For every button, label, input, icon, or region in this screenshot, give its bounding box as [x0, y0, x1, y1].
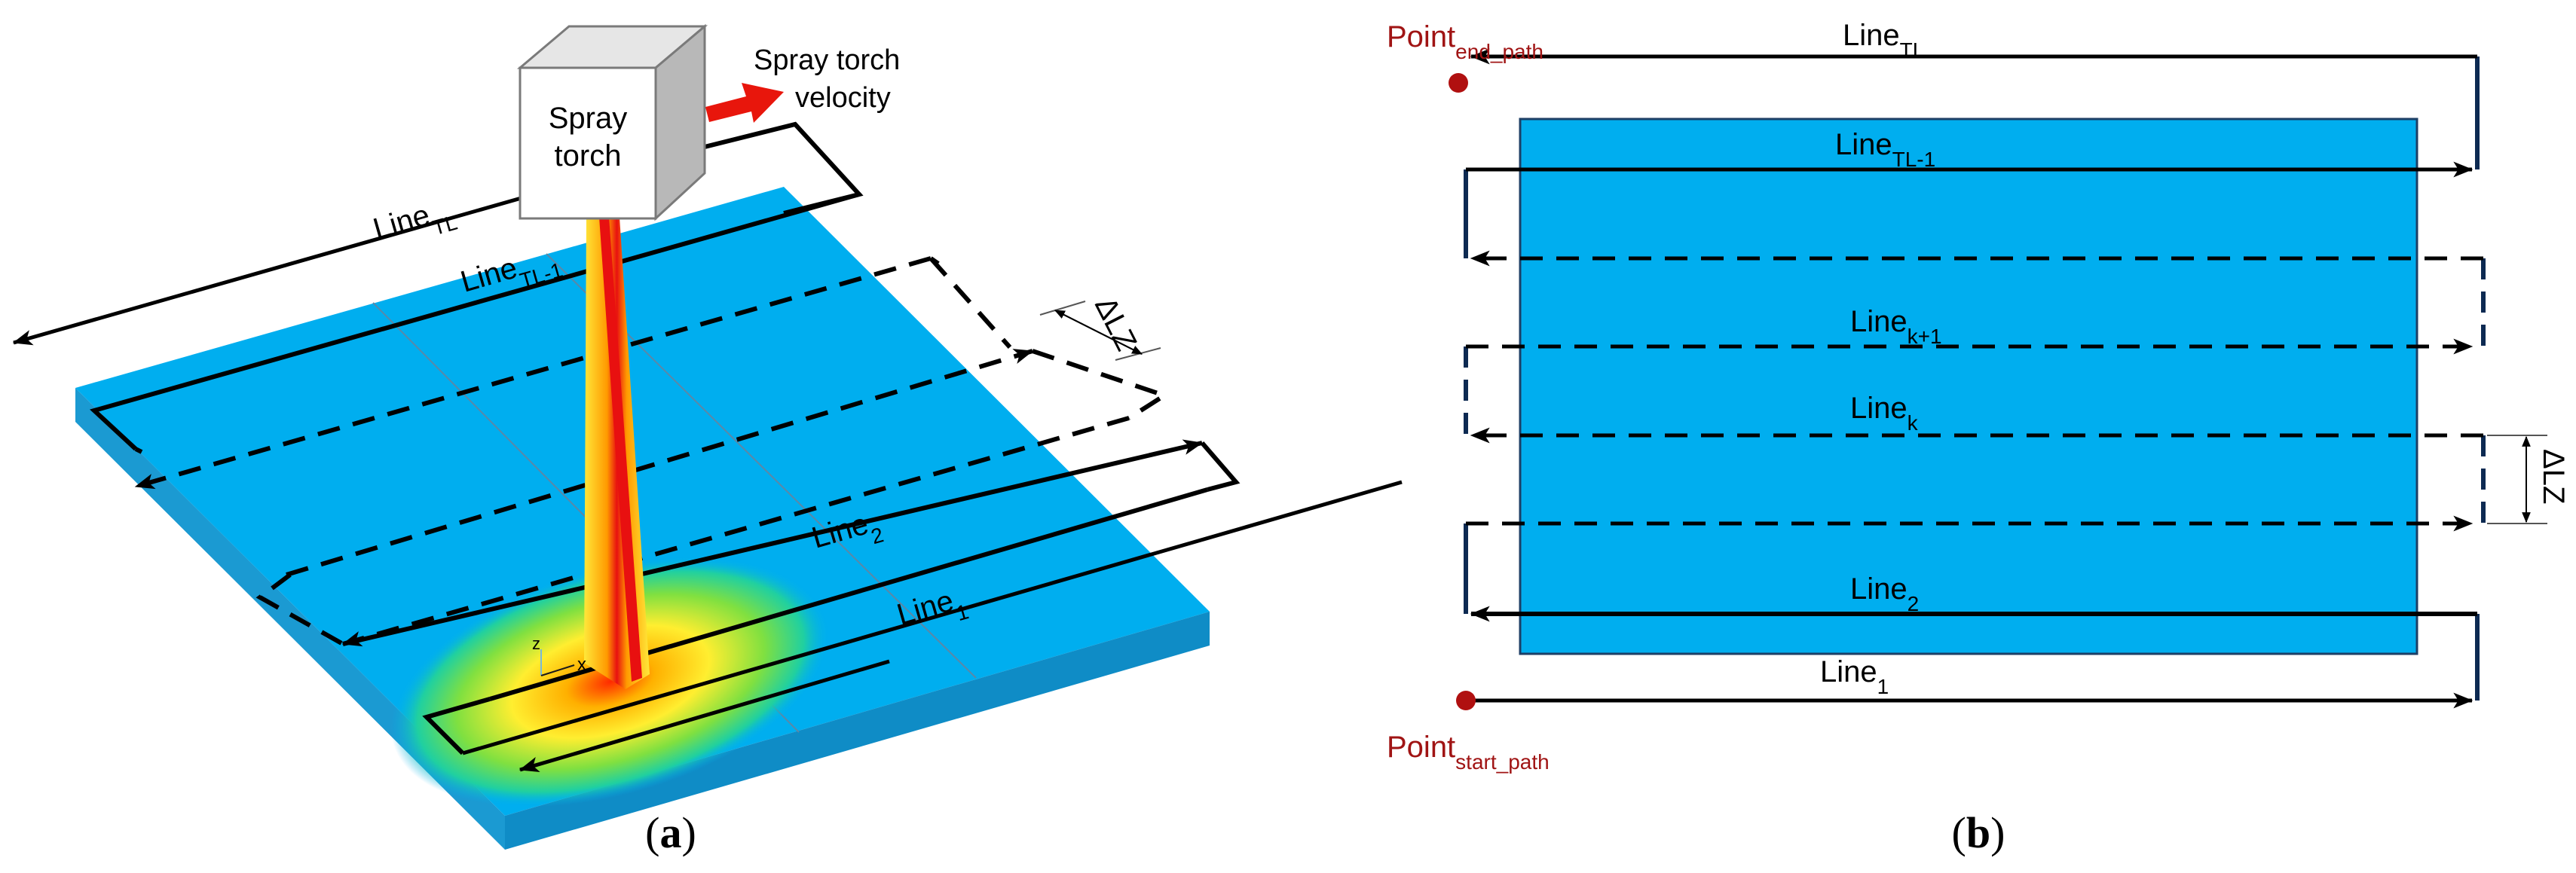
delta-lz-label-a: ΔLZ: [1088, 292, 1143, 356]
axis-z-label: z: [532, 634, 540, 653]
delta-lz-indicator-b: ΔLZ: [2487, 435, 2570, 524]
heat-spot: [390, 556, 831, 807]
point-start-label: Pointstart_path: [1387, 731, 1550, 774]
plate-front-face: [505, 612, 1210, 850]
velocity-label-line1: Spray torch: [754, 44, 900, 76]
spray-jet-core: [599, 217, 642, 682]
axis-x-label: x: [577, 655, 586, 675]
point-end-marker: [1449, 73, 1468, 93]
label-line-tl-a: LineTL: [369, 192, 460, 255]
axis-triad: z x: [532, 634, 586, 676]
plate-top-face: [75, 187, 1210, 816]
delta-lz-indicator-a: ΔLZ: [1039, 292, 1161, 361]
point-end-label: Pointend_path: [1387, 20, 1543, 63]
label-line-k-b: Linek: [1850, 392, 1919, 435]
path-dashed-3: [255, 416, 1130, 647]
label-line-tl1-b: LineTL-1: [1835, 128, 1935, 171]
velocity-arrow: [705, 83, 784, 123]
plate-b: [1519, 118, 2418, 655]
caption-b: (b): [1952, 808, 2005, 857]
torch-label-line2: torch: [555, 139, 622, 172]
point-start-marker: [1456, 691, 1476, 710]
label-line-tl-b: LineTL: [1843, 19, 1924, 62]
label-line-k1-b: Linek+1: [1850, 305, 1942, 348]
delta-lz-label-b: ΔLZ: [2537, 449, 2570, 504]
path-dashed-2: [286, 257, 1170, 577]
label-line-2-b: Line2: [1850, 572, 1919, 615]
panel-b: Pointend_path Pointstart_path LineTL Lin…: [1387, 19, 2570, 857]
panel-a: ΔLZ Spray torch Spray torch velocity z x…: [12, 23, 1403, 857]
torch-label-line1: Spray: [549, 102, 628, 135]
path-l2: [342, 439, 1241, 646]
spray-torch: Spray torch: [516, 23, 708, 221]
label-line-1-b: Line1: [1820, 655, 1889, 698]
velocity-label-line2: velocity: [795, 82, 891, 114]
caption-a: (a): [645, 808, 696, 857]
